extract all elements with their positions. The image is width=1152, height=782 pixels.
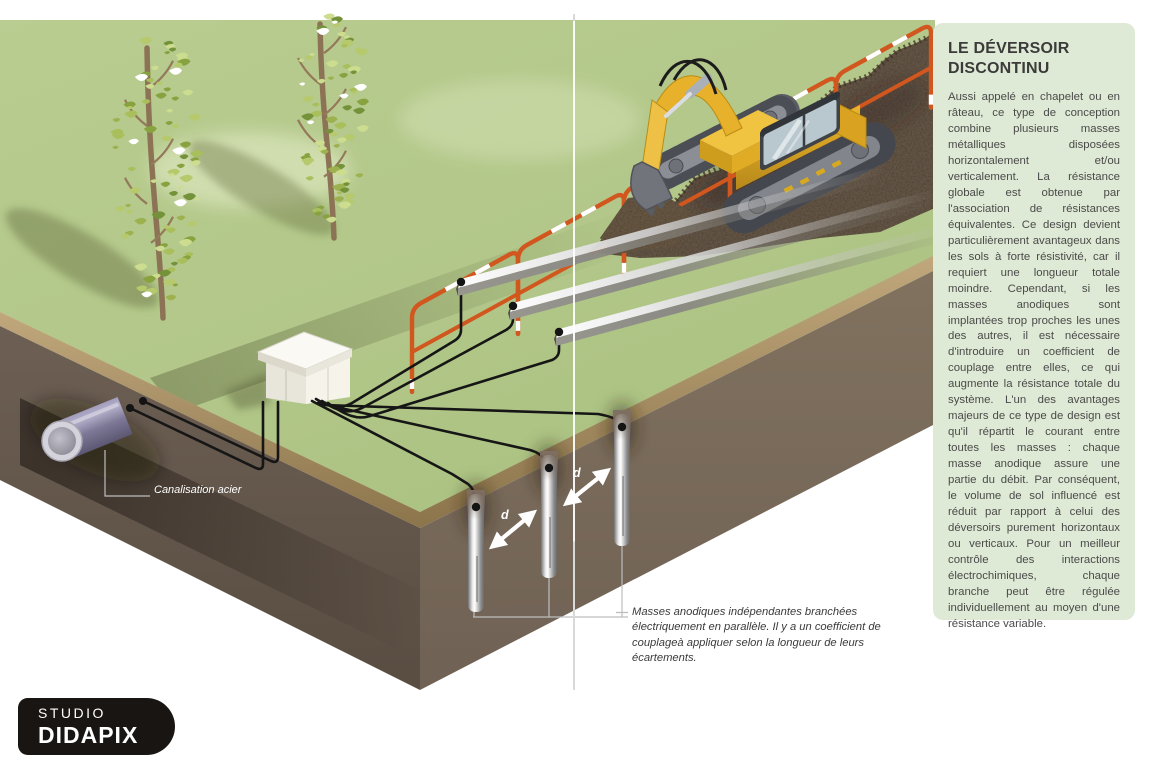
cable-pipe-2 (141, 399, 280, 464)
page-fold-line (573, 14, 575, 690)
cable-connectors (126, 397, 147, 412)
pipe-label-leader (104, 450, 150, 497)
anode-bar (456, 162, 891, 296)
excavator-hood (700, 110, 790, 156)
leader-lines (104, 450, 628, 618)
distance-arrow-1 (488, 509, 538, 550)
logo-line-1: STUDIO (38, 705, 106, 721)
masses-label-leader (473, 546, 628, 618)
pipe-label: Canalisation acier (154, 484, 242, 496)
vertical-anodes (462, 402, 636, 612)
info-panel: LE DÉVERSOIR DISCONTINU Aussi appelé en … (933, 23, 1135, 630)
logo-line-2: DIDAPIX (38, 722, 139, 748)
distance-label-1: d (501, 508, 509, 522)
hydraulic-cylinder (685, 73, 713, 99)
tree-1 (110, 37, 204, 321)
tree-shadows (5, 140, 335, 308)
excavator-bucket (630, 161, 673, 211)
track-markings (783, 159, 842, 194)
masses-caption: Masses anodiques indépendantes branchées… (632, 606, 881, 665)
bucket-teeth (646, 202, 665, 217)
panel-title: LE DÉVERSOIR DISCONTINU (948, 40, 1070, 78)
anode-bar (554, 221, 959, 346)
studio-logo: STUDIO DIDAPIX (18, 698, 175, 755)
anode-rod (535, 443, 563, 578)
horizontal-anodes (456, 162, 959, 346)
cable-bar-3 (326, 332, 561, 419)
cable-pipe-1 (128, 400, 265, 471)
anode-rod (608, 402, 636, 546)
trench-grass-fringe (586, 35, 927, 255)
junction-box (224, 331, 354, 410)
panel-body: Aussi appelé en chapelet ou en râteau, c… (948, 90, 1120, 630)
junction-box-shadow (224, 372, 270, 410)
steel-pipe (41, 396, 133, 462)
distance-label-2: d (573, 466, 581, 480)
anode-rod (462, 482, 490, 612)
anode-bar (508, 186, 943, 320)
tree-2 (297, 13, 369, 241)
excavator-cabin (760, 91, 840, 171)
